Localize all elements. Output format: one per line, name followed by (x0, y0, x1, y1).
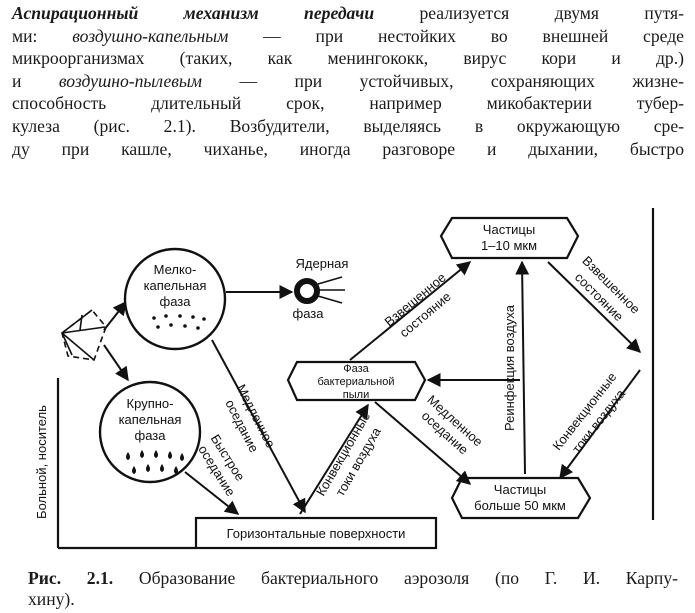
fine-phase-label-2: капельная (144, 278, 207, 293)
caption-line-2: хину). (28, 589, 75, 609)
coarse-phase-label-3: фаза (135, 428, 167, 443)
caption-line: Рис. 2.1. Образование бактериального аэр… (28, 568, 678, 589)
dust-phase-box (286, 360, 427, 402)
sneeze-icon (61, 308, 107, 361)
particles-small-label-2: 1–10 мкм (481, 238, 537, 253)
text-run: и (12, 70, 59, 91)
coarse-droplets-icon (126, 450, 184, 474)
dust-phase-label-1: Фаза (343, 363, 369, 375)
arrow-fine-to-surfaces (211, 339, 306, 514)
particles-small-box (439, 216, 580, 260)
dust-phase-label-3: пыли (343, 389, 369, 401)
paragraph-line: ми: воздушно-капельным — при нестойких в… (12, 25, 684, 48)
paragraph-line: кулеза (рис. 2.1). Возбудители, выделяяс… (12, 115, 684, 136)
dust-phase-label-2: бактериальной (318, 376, 395, 388)
paragraph-line: микроорганизмах (таких, как менингококк,… (12, 48, 684, 69)
paragraph-line: и воздушно-пылевым — при устойчивых, сох… (12, 70, 684, 93)
text-run: — при устойчивых, сохраняющих жизне- (202, 70, 684, 91)
term-airdroplet: воздушно-капельным (72, 25, 229, 46)
term-airdust: воздушно-пылевым (58, 70, 203, 91)
arrow-small-right (547, 261, 642, 353)
fine-droplets-icon (152, 314, 206, 330)
caption-label: Рис. 2.1. (28, 568, 114, 588)
fine-phase-label-1: Мелко- (154, 262, 197, 277)
particles-large-box (450, 476, 592, 520)
paragraph-line: способность длительный срок, например ми… (12, 93, 684, 114)
fine-droplet-phase (123, 247, 227, 351)
coarse-phase-label-2: капельная (119, 412, 182, 427)
text-run: реализуется двумя путя- (374, 3, 684, 23)
nuclear-label-1: Ядерная (296, 256, 349, 271)
caption-text: Образование бактериального аэрозоля (по … (113, 568, 678, 588)
surfaces-box (194, 516, 438, 550)
coarse-phase-label-1: Крупно- (127, 396, 174, 411)
arrow-convection-right (559, 369, 641, 480)
nuclear-rays-icon (317, 276, 345, 304)
particles-large-label-1: Частицы (494, 482, 546, 497)
arrow-dust-to-large (374, 401, 472, 485)
term-aspiration: Аспирационный механизм передачи (12, 3, 375, 23)
arrow-to-coarse (103, 344, 129, 382)
nuclear-particle-icon (294, 278, 320, 304)
body-paragraph: Аспирационный механизм передачи реализуе… (12, 2, 684, 160)
text-run: ми: (12, 25, 73, 46)
text-run: — при нестойких во внешней среде (228, 25, 684, 46)
figure-caption: Рис. 2.1. Образование бактериального аэр… (28, 568, 678, 610)
paragraph-line: ду при кашле, чиханье, иногда разговоре … (12, 138, 684, 159)
arrow-surfaces-to-dust (299, 403, 369, 515)
surfaces-label: Горизонтальные поверхности (227, 526, 406, 541)
arrow-large-to-small (515, 260, 530, 475)
patient-label: Больной, носитель (34, 405, 49, 519)
arrow-to-fine (103, 300, 127, 331)
arrow-coarse-to-surfaces (184, 471, 240, 515)
particles-small-label-1: Частицы (483, 222, 535, 237)
coarse-droplet-phase (98, 380, 202, 484)
paragraph-line: Аспирационный механизм передачи реализуе… (12, 2, 684, 25)
fine-phase-label-3: фаза (160, 294, 192, 309)
particles-large-label-2: больше 50 мкм (474, 498, 566, 513)
reinfection-label: Реинфекция воздуха (502, 304, 517, 431)
nuclear-label-2: фаза (293, 306, 325, 321)
arrow-dust-to-small (349, 261, 472, 361)
